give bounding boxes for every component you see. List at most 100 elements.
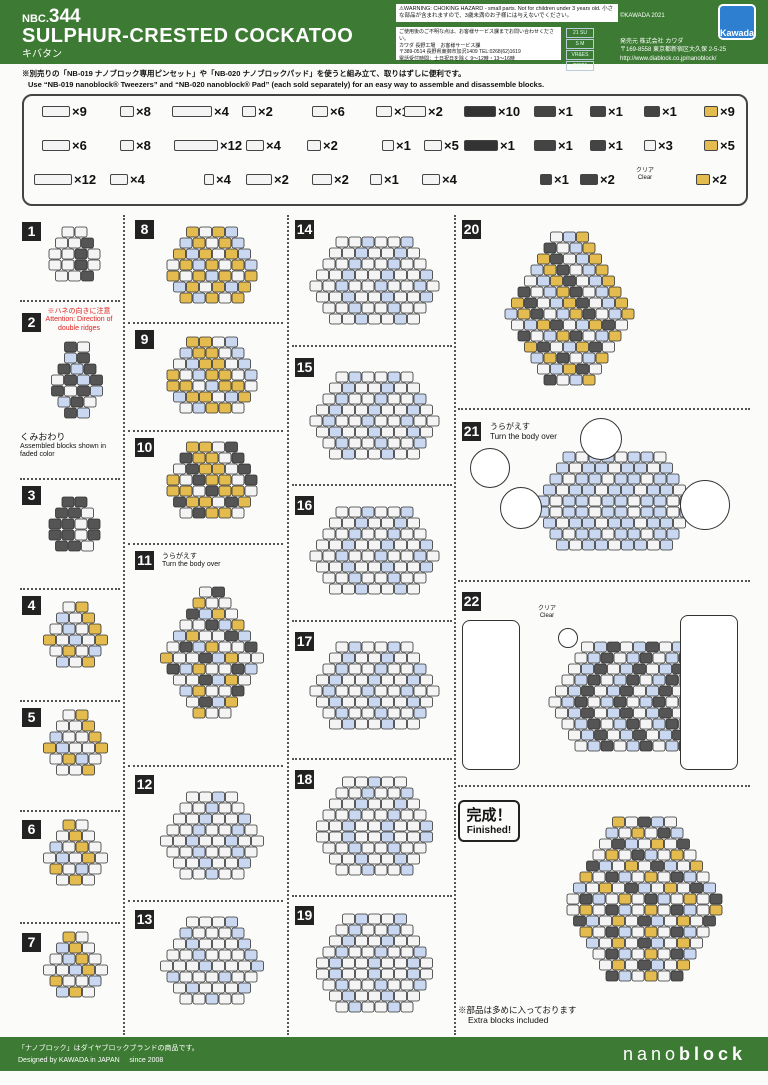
- step-model: [305, 370, 445, 475]
- part-item: ×1: [540, 172, 569, 187]
- step-number: 19: [295, 906, 314, 925]
- part-item: ×5: [704, 138, 735, 153]
- block-icon: [312, 106, 328, 117]
- step-model: [500, 230, 640, 400]
- part-item: ×2: [246, 172, 289, 187]
- step-number: 3: [22, 486, 41, 505]
- block-icon: [110, 174, 128, 185]
- part-item: ×1: [590, 138, 623, 153]
- step-number: 9: [135, 330, 154, 349]
- title-jp: キバタン: [22, 49, 62, 60]
- part-count: ×1: [396, 138, 411, 153]
- block-icon: [704, 140, 718, 151]
- row-divider: [20, 700, 120, 702]
- detail-callout: [580, 418, 622, 460]
- part-item: ×10: [464, 104, 520, 119]
- block-icon: [174, 140, 218, 151]
- detail-panel: [462, 620, 520, 770]
- part-item: ×8: [120, 138, 151, 153]
- step-model: [305, 912, 445, 1022]
- block-icon: [312, 174, 332, 185]
- row-divider: [292, 484, 452, 486]
- block-icon: [246, 140, 264, 151]
- row-divider: [292, 620, 452, 622]
- detail-callout: [558, 628, 578, 648]
- part-item: ×3: [644, 138, 673, 153]
- part-item: ×9: [42, 104, 87, 119]
- block-icon: [246, 174, 272, 185]
- step-model: [305, 640, 445, 745]
- row-divider: [20, 300, 120, 302]
- step-model: [305, 505, 445, 610]
- step-model: [40, 818, 112, 896]
- block-icon: [42, 106, 70, 117]
- part-item: ×4: [422, 172, 457, 187]
- step-model: [40, 340, 115, 425]
- part-item: ×2: [580, 172, 615, 187]
- step-model: [150, 335, 275, 423]
- part-count: ×5: [720, 138, 735, 153]
- part-item: ×2: [242, 104, 273, 119]
- detail-panel: [680, 615, 738, 770]
- part-count: ×1: [608, 138, 623, 153]
- step-number: 8: [135, 220, 154, 239]
- part-item: ×1: [534, 104, 573, 119]
- part-item: ×9: [704, 104, 735, 119]
- block-icon: [644, 140, 656, 151]
- block-icon: [34, 174, 72, 185]
- choking-warning: ⚠WARNING: CHOKING HAZARD - small parts. …: [396, 4, 618, 22]
- part-count: ×12: [220, 138, 243, 153]
- row-divider: [292, 345, 452, 347]
- block-icon: [534, 106, 556, 117]
- column-divider: [287, 215, 289, 1035]
- block-icon: [590, 106, 606, 117]
- step-number: 12: [135, 775, 154, 794]
- step-number: 7: [22, 933, 41, 952]
- block-icon: [534, 140, 556, 151]
- block-icon: [704, 106, 718, 117]
- part-count: ×1: [608, 104, 623, 119]
- step-number: 14: [295, 220, 314, 239]
- step-number: 18: [295, 770, 314, 789]
- part-count: ×6: [72, 138, 87, 153]
- part-count: ×1: [384, 172, 399, 187]
- part-item: ×1: [382, 138, 411, 153]
- part-item: ×4: [204, 172, 231, 187]
- step-model: [150, 915, 275, 1015]
- row-divider: [20, 588, 120, 590]
- step-number: 16: [295, 496, 314, 515]
- finished-badge: 完成！Finished!: [458, 800, 520, 842]
- part-item: ×6: [42, 138, 87, 153]
- part-count: ×2: [712, 172, 727, 187]
- row-divider: [128, 543, 283, 545]
- copyright: ©KAWADA 2021: [620, 13, 665, 19]
- block-icon: [580, 174, 598, 185]
- page-title: SULPHUR-CRESTED COCKATOO: [22, 25, 354, 47]
- part-count: ×2: [600, 172, 615, 187]
- part-count: ×4: [216, 172, 231, 187]
- block-icon: [204, 174, 214, 185]
- part-item: ×4: [172, 104, 229, 119]
- part-count: ×4: [214, 104, 229, 119]
- footer-banner: 「ナノブロック」はダイヤブロックブランドの商品です。Designed by KA…: [0, 1037, 768, 1071]
- step-model: [550, 815, 740, 1005]
- step-model: [150, 790, 275, 890]
- row-divider: [128, 765, 283, 767]
- part-item: ×2: [307, 138, 338, 153]
- step-number: 6: [22, 820, 41, 839]
- part-item: ×2: [312, 172, 349, 187]
- row-divider: [20, 922, 120, 924]
- step-number: 17: [295, 632, 314, 651]
- step-number: 22: [462, 592, 481, 611]
- part-count: ×2: [323, 138, 338, 153]
- column-divider: [454, 215, 456, 1035]
- row-divider: [128, 322, 283, 324]
- row-divider: [20, 478, 120, 480]
- part-item: ×1: [534, 138, 573, 153]
- kawada-logo: Kawada: [718, 4, 756, 40]
- step-model: [305, 235, 445, 335]
